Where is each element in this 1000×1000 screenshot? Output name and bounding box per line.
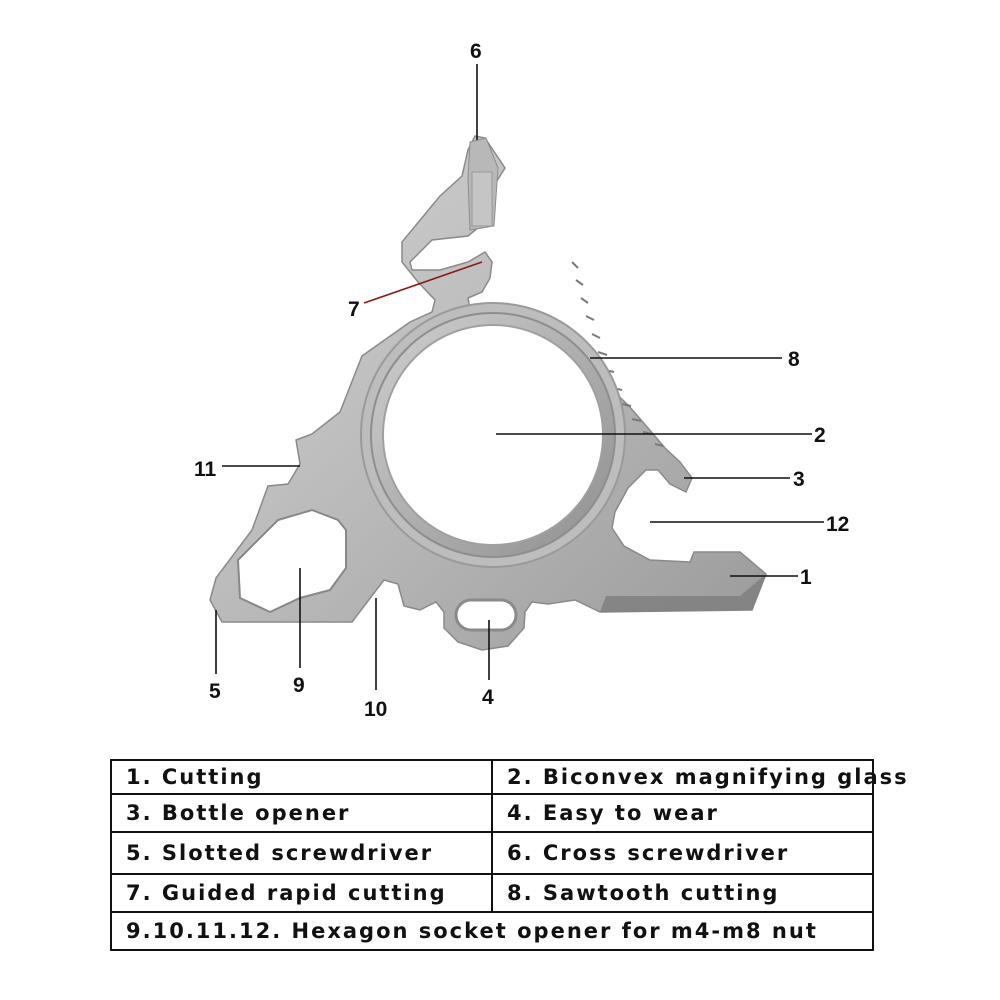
sawtooth-edge	[571, 261, 664, 447]
callout-numbers: 1 2 3 4 5 6 7 8 9 10 11 12	[194, 40, 849, 721]
callout-10: 10	[364, 698, 387, 721]
callout-9: 9	[293, 674, 305, 697]
legend-item-4: 4. Easy to wear	[491, 793, 874, 833]
hexagon-socket-cutout	[236, 508, 347, 614]
leader-line-7	[363, 261, 483, 304]
leader-lines	[215, 64, 824, 690]
legend-row: 5. Slotted screwdriver 6. Cross screwdri…	[110, 831, 874, 875]
callout-1: 1	[800, 566, 812, 589]
legend-item-6: 6. Cross screwdriver	[491, 831, 874, 875]
callout-7: 7	[348, 298, 360, 321]
legend-item-2: 2. Biconvex magnifying glass	[491, 759, 907, 795]
magnifying-glass	[360, 302, 626, 568]
lanyard-hole	[454, 598, 518, 632]
callout-8: 8	[788, 348, 800, 371]
callout-11: 11	[194, 458, 217, 481]
callout-3: 3	[793, 468, 805, 491]
callout-2: 2	[814, 424, 826, 447]
legend-row: 1. Cutting 2. Biconvex magnifying glass	[110, 759, 907, 795]
callout-6: 6	[470, 40, 482, 63]
legend-item-8: 8. Sawtooth cutting	[491, 873, 874, 913]
callout-4: 4	[482, 686, 494, 709]
legend-footer: 9.10.11.12. Hexagon socket opener for m4…	[110, 911, 874, 951]
multitool-diagram: 1 2 3 4 5 6 7 8 9 10 11 12	[194, 40, 849, 721]
cross-screwdriver-tip	[467, 137, 499, 231]
legend-row: 3. Bottle opener 4. Easy to wear	[110, 793, 874, 833]
legend-item-1: 1. Cutting	[110, 759, 493, 795]
legend-table: 1. Cutting 2. Biconvex magnifying glass …	[110, 759, 907, 951]
legend-row: 7. Guided rapid cutting 8. Sawtooth cutt…	[110, 873, 874, 913]
legend-row: 9.10.11.12. Hexagon socket opener for m4…	[110, 911, 874, 951]
callout-5: 5	[209, 680, 221, 703]
legend-item-7: 7. Guided rapid cutting	[110, 873, 493, 913]
legend-item-3: 3. Bottle opener	[110, 793, 493, 833]
legend-item-5: 5. Slotted screwdriver	[110, 831, 493, 875]
callout-12: 12	[826, 513, 849, 536]
